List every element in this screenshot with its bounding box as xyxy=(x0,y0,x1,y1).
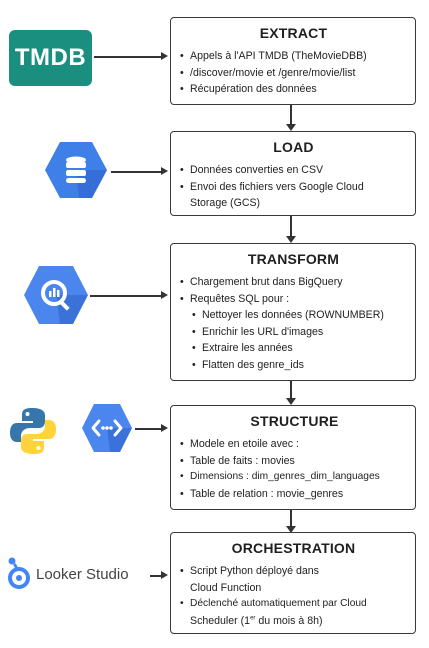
transform-item: Chargement brut dans BigQuery xyxy=(178,274,409,291)
arrow-extract-to-load xyxy=(286,105,296,131)
extract-box: EXTRACT Appels à l'API TMDB (TheMovieDBB… xyxy=(170,17,416,105)
schedule-superscript: er xyxy=(250,614,256,621)
python-icon xyxy=(10,408,56,454)
transform-subitem: Enrichir les URL d'images xyxy=(178,324,409,341)
arrow-function-to-structure xyxy=(135,424,168,432)
transform-subitem: Nettoyer les données (ROWNUMBER) xyxy=(178,307,409,324)
arrow-tmdb-to-extract xyxy=(94,52,168,60)
schedule-text: Scheduler (1 xyxy=(190,614,251,627)
transform-item: Requêtes SQL pour : xyxy=(178,291,409,308)
structure-item: Modele en etoile avec : xyxy=(178,436,411,453)
structure-item: Table de relation : movie_genres xyxy=(178,486,411,503)
load-item: Données converties en CSV xyxy=(178,162,409,179)
load-title: LOAD xyxy=(273,139,314,155)
transform-box: TRANSFORM Chargement brut dans BigQuery … xyxy=(170,243,416,381)
arrow-looker-to-orchestration xyxy=(150,571,168,579)
orchestration-box: ORCHESTRATION Script Python déployé dans… xyxy=(170,532,416,634)
tmdb-logo: TMDB xyxy=(9,30,92,86)
transform-subitem: Extraire les années xyxy=(178,340,409,357)
orchestration-item: Déclenché automatiquement par Cloud xyxy=(178,596,409,613)
orchestration-item-continuation: Cloud Function xyxy=(190,581,262,594)
extract-item: /discover/movie et /genre/movie/list xyxy=(178,65,409,82)
load-box: LOAD Données converties en CSV Envoi des… xyxy=(170,131,416,216)
schedule-text-end: du mois à 8h) xyxy=(255,614,323,627)
database-icon xyxy=(45,142,107,198)
transform-title: TRANSFORM xyxy=(247,251,340,267)
load-item: Envoi des fichiers vers Google Cloud xyxy=(178,179,409,196)
cloud-function-icon xyxy=(82,404,132,452)
load-item-continuation: Storage (GCS) xyxy=(190,197,261,209)
extract-item: Récupération des données xyxy=(178,81,409,98)
arrow-transform-to-structure xyxy=(286,381,296,405)
arrow-structure-to-orchestration xyxy=(286,510,296,533)
bigquery-icon xyxy=(24,266,88,324)
structure-box: STRUCTURE Modele en etoile avec : Table … xyxy=(170,405,416,510)
structure-item: Table de faits : movies xyxy=(178,453,411,470)
structure-title: STRUCTURE xyxy=(250,413,339,429)
looker-icon xyxy=(8,557,30,589)
structure-item: Dimensions : dim_genres_dim_languages xyxy=(178,469,411,486)
transform-subitem: Flatten des genre_ids xyxy=(178,357,409,374)
extract-item: Appels à l'API TMDB (TheMovieDBB) xyxy=(178,48,409,65)
orchestration-title: ORCHESTRATION xyxy=(231,540,356,556)
orchestration-item-continuation: Scheduler (1er du mois à 8h) xyxy=(178,613,409,630)
arrow-database-to-load xyxy=(111,167,168,175)
orchestration-item: Script Python déployé dans xyxy=(178,563,409,580)
looker-studio-label: Looker Studio xyxy=(36,566,129,583)
extract-title: EXTRACT xyxy=(259,25,328,41)
arrow-load-to-transform xyxy=(286,216,296,243)
arrow-bigquery-to-transform xyxy=(90,291,168,299)
